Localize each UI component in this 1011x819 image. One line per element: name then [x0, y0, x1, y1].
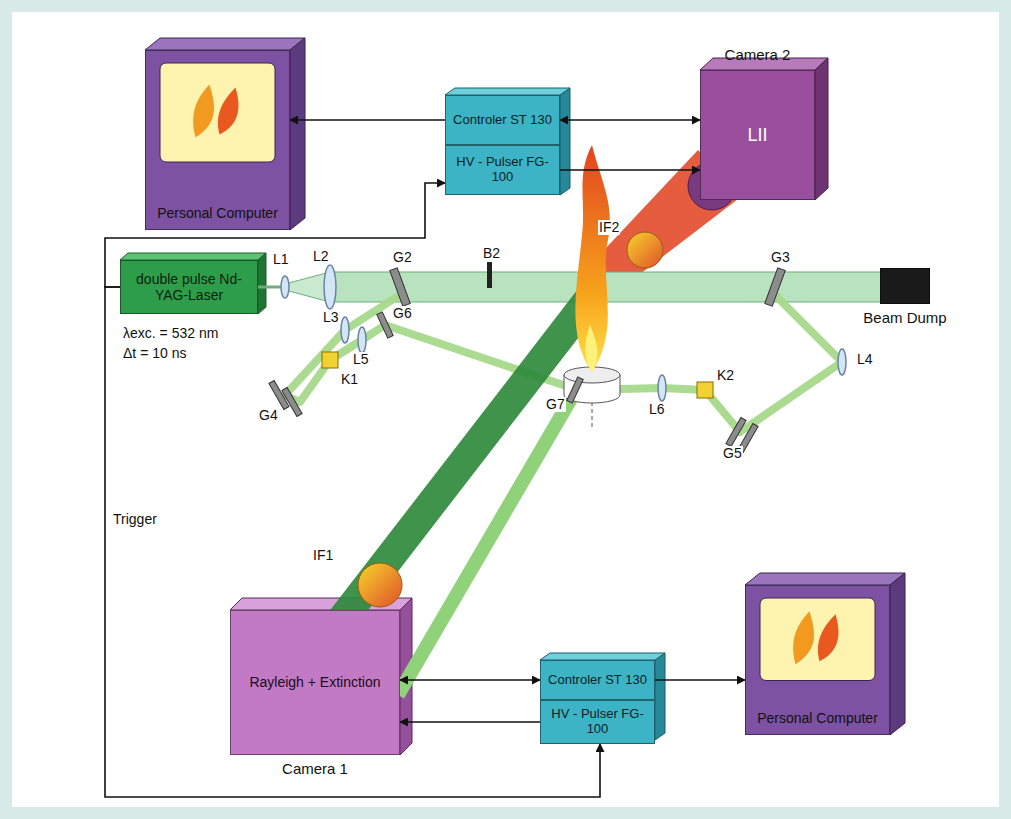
interference-filter — [358, 563, 402, 607]
part-label: IF2 — [598, 220, 620, 235]
rayleigh-beam — [340, 298, 590, 622]
laser-housing — [258, 253, 266, 314]
lens — [281, 265, 846, 401]
camera-label: Camera 2 — [725, 46, 791, 63]
beam-dump: Beam Dump — [880, 268, 930, 304]
part-label: L5 — [352, 352, 370, 367]
lens — [281, 276, 289, 298]
node-text: Controler ST 130 — [453, 113, 552, 128]
part-label: G2 — [392, 250, 413, 265]
signal-line — [560, 169, 700, 171]
node-text: HV - Pulser FG-100 — [545, 707, 650, 737]
mirror — [567, 377, 583, 403]
part-label: IF1 — [312, 548, 334, 563]
node-text: LII — [747, 125, 767, 146]
laser-housing — [120, 253, 266, 260]
node-text: Personal Computer — [757, 710, 878, 726]
signal-line — [290, 119, 445, 121]
monitor-screen — [160, 63, 275, 162]
flame — [575, 145, 610, 372]
part-label: B2 — [482, 246, 501, 261]
signal-line — [560, 119, 700, 121]
computer-housing — [890, 573, 905, 735]
sample-cell — [322, 352, 713, 398]
part-label: G4 — [258, 408, 279, 423]
beam-stop — [487, 262, 492, 288]
part-label: G6 — [392, 306, 413, 321]
annotation-text: Trigger — [112, 512, 158, 527]
screen-image — [218, 88, 239, 135]
controller-housing — [540, 653, 665, 660]
part-label: L2 — [312, 249, 330, 264]
part-label: L6 — [648, 402, 666, 417]
part-label: K1 — [340, 372, 359, 387]
part-label: L1 — [272, 252, 290, 267]
node-text: Controler ST 130 — [548, 673, 647, 688]
laser-box: double pulse Nd-YAG-Laser — [120, 260, 258, 314]
pulser-box: HV - Pulser FG-100 — [445, 145, 560, 195]
controller-box: Controler ST 130 — [540, 660, 655, 700]
node-text: Personal Computer — [157, 205, 278, 221]
computer-housing — [145, 38, 305, 50]
extinction-beam — [580, 295, 842, 432]
camera-housing — [815, 58, 828, 200]
lens — [358, 327, 366, 353]
pulser-box: HV - Pulser FG-100 — [540, 700, 655, 744]
part-label: L4 — [856, 352, 874, 367]
lens — [341, 317, 349, 343]
annotation-text: Δt = 10 ns — [122, 346, 187, 361]
part-label: G5 — [722, 446, 743, 461]
computer-housing — [290, 38, 305, 230]
camera-box: Rayleigh + ExtinctionCamera 1 — [230, 610, 400, 755]
interference-filter — [627, 232, 663, 268]
mirror — [377, 312, 393, 338]
lens — [658, 375, 666, 401]
camera-box: Camera 2LII — [700, 70, 815, 200]
camera-housing — [230, 58, 828, 755]
annotation-text: λexc. = 532 nm — [122, 326, 219, 341]
signal-line — [400, 679, 540, 681]
signal-line — [400, 721, 540, 723]
mirror — [390, 268, 411, 306]
node-text: double pulse Nd-YAG-Laser — [125, 271, 253, 303]
part-label: L3 — [322, 310, 340, 325]
node-text: HV - Pulser FG-100 — [450, 155, 555, 185]
sample-cell — [322, 352, 338, 368]
mirror — [282, 388, 302, 417]
part-label: K2 — [716, 368, 735, 383]
mirror — [765, 268, 786, 306]
screen-image — [193, 85, 214, 138]
part-label: G3 — [770, 250, 791, 265]
monitor-screen — [760, 598, 875, 681]
computer-box: Personal Computer — [745, 585, 890, 735]
flame-core — [585, 325, 597, 372]
controller-housing — [445, 88, 570, 95]
mirror — [269, 268, 785, 453]
node-text: Rayleigh + Extinction — [249, 674, 380, 690]
controller-housing — [655, 653, 665, 740]
sample-cell — [697, 382, 713, 398]
computer-housing — [745, 573, 905, 585]
screen-image — [793, 611, 814, 664]
controller-box: Controler ST 130 — [445, 95, 560, 145]
camera-label: Beam Dump — [863, 309, 946, 326]
signal-line — [655, 679, 745, 681]
camera-label: Camera 1 — [282, 760, 348, 777]
screen-image — [818, 614, 839, 661]
laser-housing — [120, 253, 266, 314]
signal-line — [105, 287, 600, 797]
lens — [324, 265, 336, 309]
lens — [838, 349, 846, 375]
controller-housing — [560, 88, 570, 195]
part-label: G7 — [545, 397, 566, 412]
monitor-screen — [146, 51, 289, 229]
computer-box: Personal Computer — [145, 50, 290, 230]
